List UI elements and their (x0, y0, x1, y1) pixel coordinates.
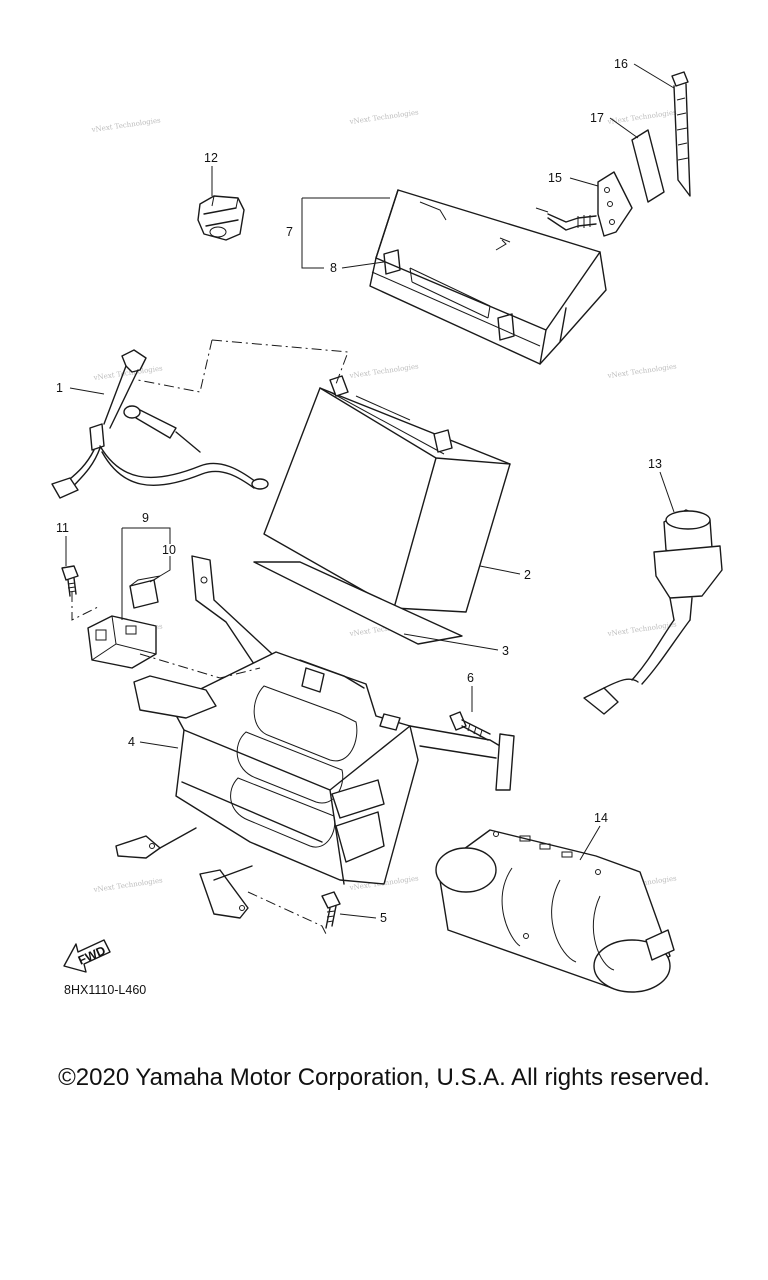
callout-7: 7 (286, 225, 293, 239)
watermark: vNext Technologies (348, 108, 419, 126)
callout-1: 1 (56, 381, 63, 395)
assembly-lines (71, 339, 349, 935)
part-relay[interactable] (87, 615, 157, 669)
watermark: vNext Technologies (606, 362, 677, 380)
callout-13: 13 (648, 457, 662, 471)
part-battery-pad[interactable] (253, 561, 463, 645)
fwd-arrow-icon: FWD (63, 939, 111, 973)
part-bolt-5[interactable] (321, 891, 341, 929)
callout-16: 16 (614, 57, 628, 71)
callout-17: 17 (590, 111, 604, 125)
part-sleeve-cover[interactable] (435, 829, 675, 993)
callout-4: 4 (128, 735, 135, 749)
figure-code: 8HX1110-L460 (64, 983, 146, 997)
parts-diagram: vNext Technologies vNext Technologies vN… (51, 57, 723, 997)
part-accessory-socket[interactable] (583, 509, 723, 715)
callout-labels: 1 2 3 4 5 6 7 8 9 10 11 12 13 14 15 16 1… (56, 57, 662, 925)
part-battery-cover[interactable] (369, 189, 607, 365)
part-sensor-lead[interactable] (51, 349, 269, 499)
callout-11: 11 (56, 521, 69, 535)
callout-3: 3 (502, 644, 509, 658)
part-cable-tie[interactable] (671, 71, 691, 197)
part-clamp[interactable] (197, 195, 245, 241)
callout-15: 15 (548, 171, 562, 185)
leader-lines (65, 63, 675, 919)
part-fuse[interactable] (129, 575, 161, 609)
watermark: vNext Technologies (348, 362, 419, 380)
part-pad[interactable] (631, 129, 665, 203)
callout-6: 6 (467, 671, 474, 685)
part-bolt-6[interactable] (449, 711, 491, 741)
part-sensor[interactable] (535, 171, 633, 237)
callout-8: 8 (330, 261, 337, 275)
callout-9: 9 (142, 511, 149, 525)
part-battery-case[interactable] (115, 555, 515, 919)
watermark: vNext Technologies (92, 876, 163, 894)
fwd-label: FWD (76, 943, 108, 967)
callout-10: 10 (162, 543, 176, 557)
copyright-notice: ©2020 Yamaha Motor Corporation, U.S.A. A… (58, 1064, 710, 1091)
callout-12: 12 (204, 151, 218, 165)
part-battery[interactable] (263, 375, 511, 613)
callout-2: 2 (524, 568, 531, 582)
watermark: vNext Technologies (606, 620, 677, 638)
callout-14: 14 (594, 811, 608, 825)
part-bolt-11[interactable] (61, 565, 79, 597)
callout-5: 5 (380, 911, 387, 925)
watermark: vNext Technologies (90, 116, 161, 134)
